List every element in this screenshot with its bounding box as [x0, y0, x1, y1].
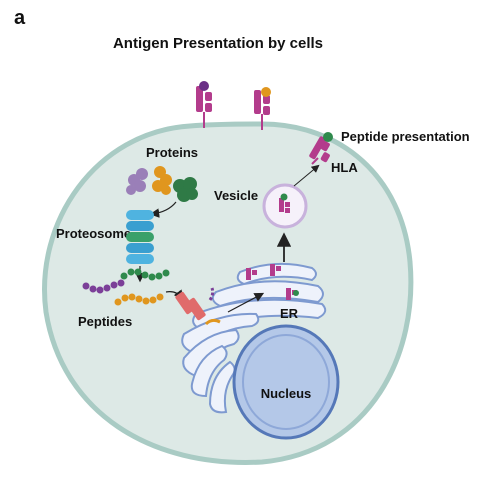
hla-in-vesicle: [279, 193, 290, 213]
protein-cluster-green: [173, 177, 198, 202]
proteosome: [126, 210, 154, 264]
arrow-er-transit: [227, 292, 265, 313]
arrow-to-proteosome: [149, 201, 177, 218]
peptide-chain-orange: [114, 293, 164, 306]
figure-title: Antigen Presentation by cells: [113, 35, 323, 52]
arrow-vesicle-to-membrane: [293, 164, 320, 187]
endoplasmic-reticulum: [181, 262, 327, 414]
er-label: ER: [280, 306, 299, 321]
protein-cluster-orange: [152, 166, 172, 195]
panel-letter: a: [14, 7, 26, 29]
hla-receptor: [196, 81, 212, 128]
nucleus: [232, 324, 340, 440]
hla-in-er: [246, 264, 299, 300]
proteosome-label: Proteosome: [56, 226, 131, 241]
hla-receptor-presenting: [309, 132, 333, 165]
nuclear-envelope: [242, 334, 330, 430]
tap-transporter: [175, 287, 221, 326]
proteins-label: Proteins: [146, 145, 198, 160]
hla-label: HLA: [331, 160, 358, 175]
protein-cluster-purple: [126, 168, 148, 195]
peptides-label: Peptides: [78, 314, 132, 329]
peptide-chain-green: [120, 268, 170, 281]
hla-receptor: [254, 87, 271, 130]
peptide-presentation-label: Peptide presentation: [341, 129, 470, 144]
peptide-chain-purple: [82, 279, 125, 294]
vesicle-label: Vesicle: [214, 188, 258, 203]
nucleus-label: Nucleus: [261, 386, 312, 401]
